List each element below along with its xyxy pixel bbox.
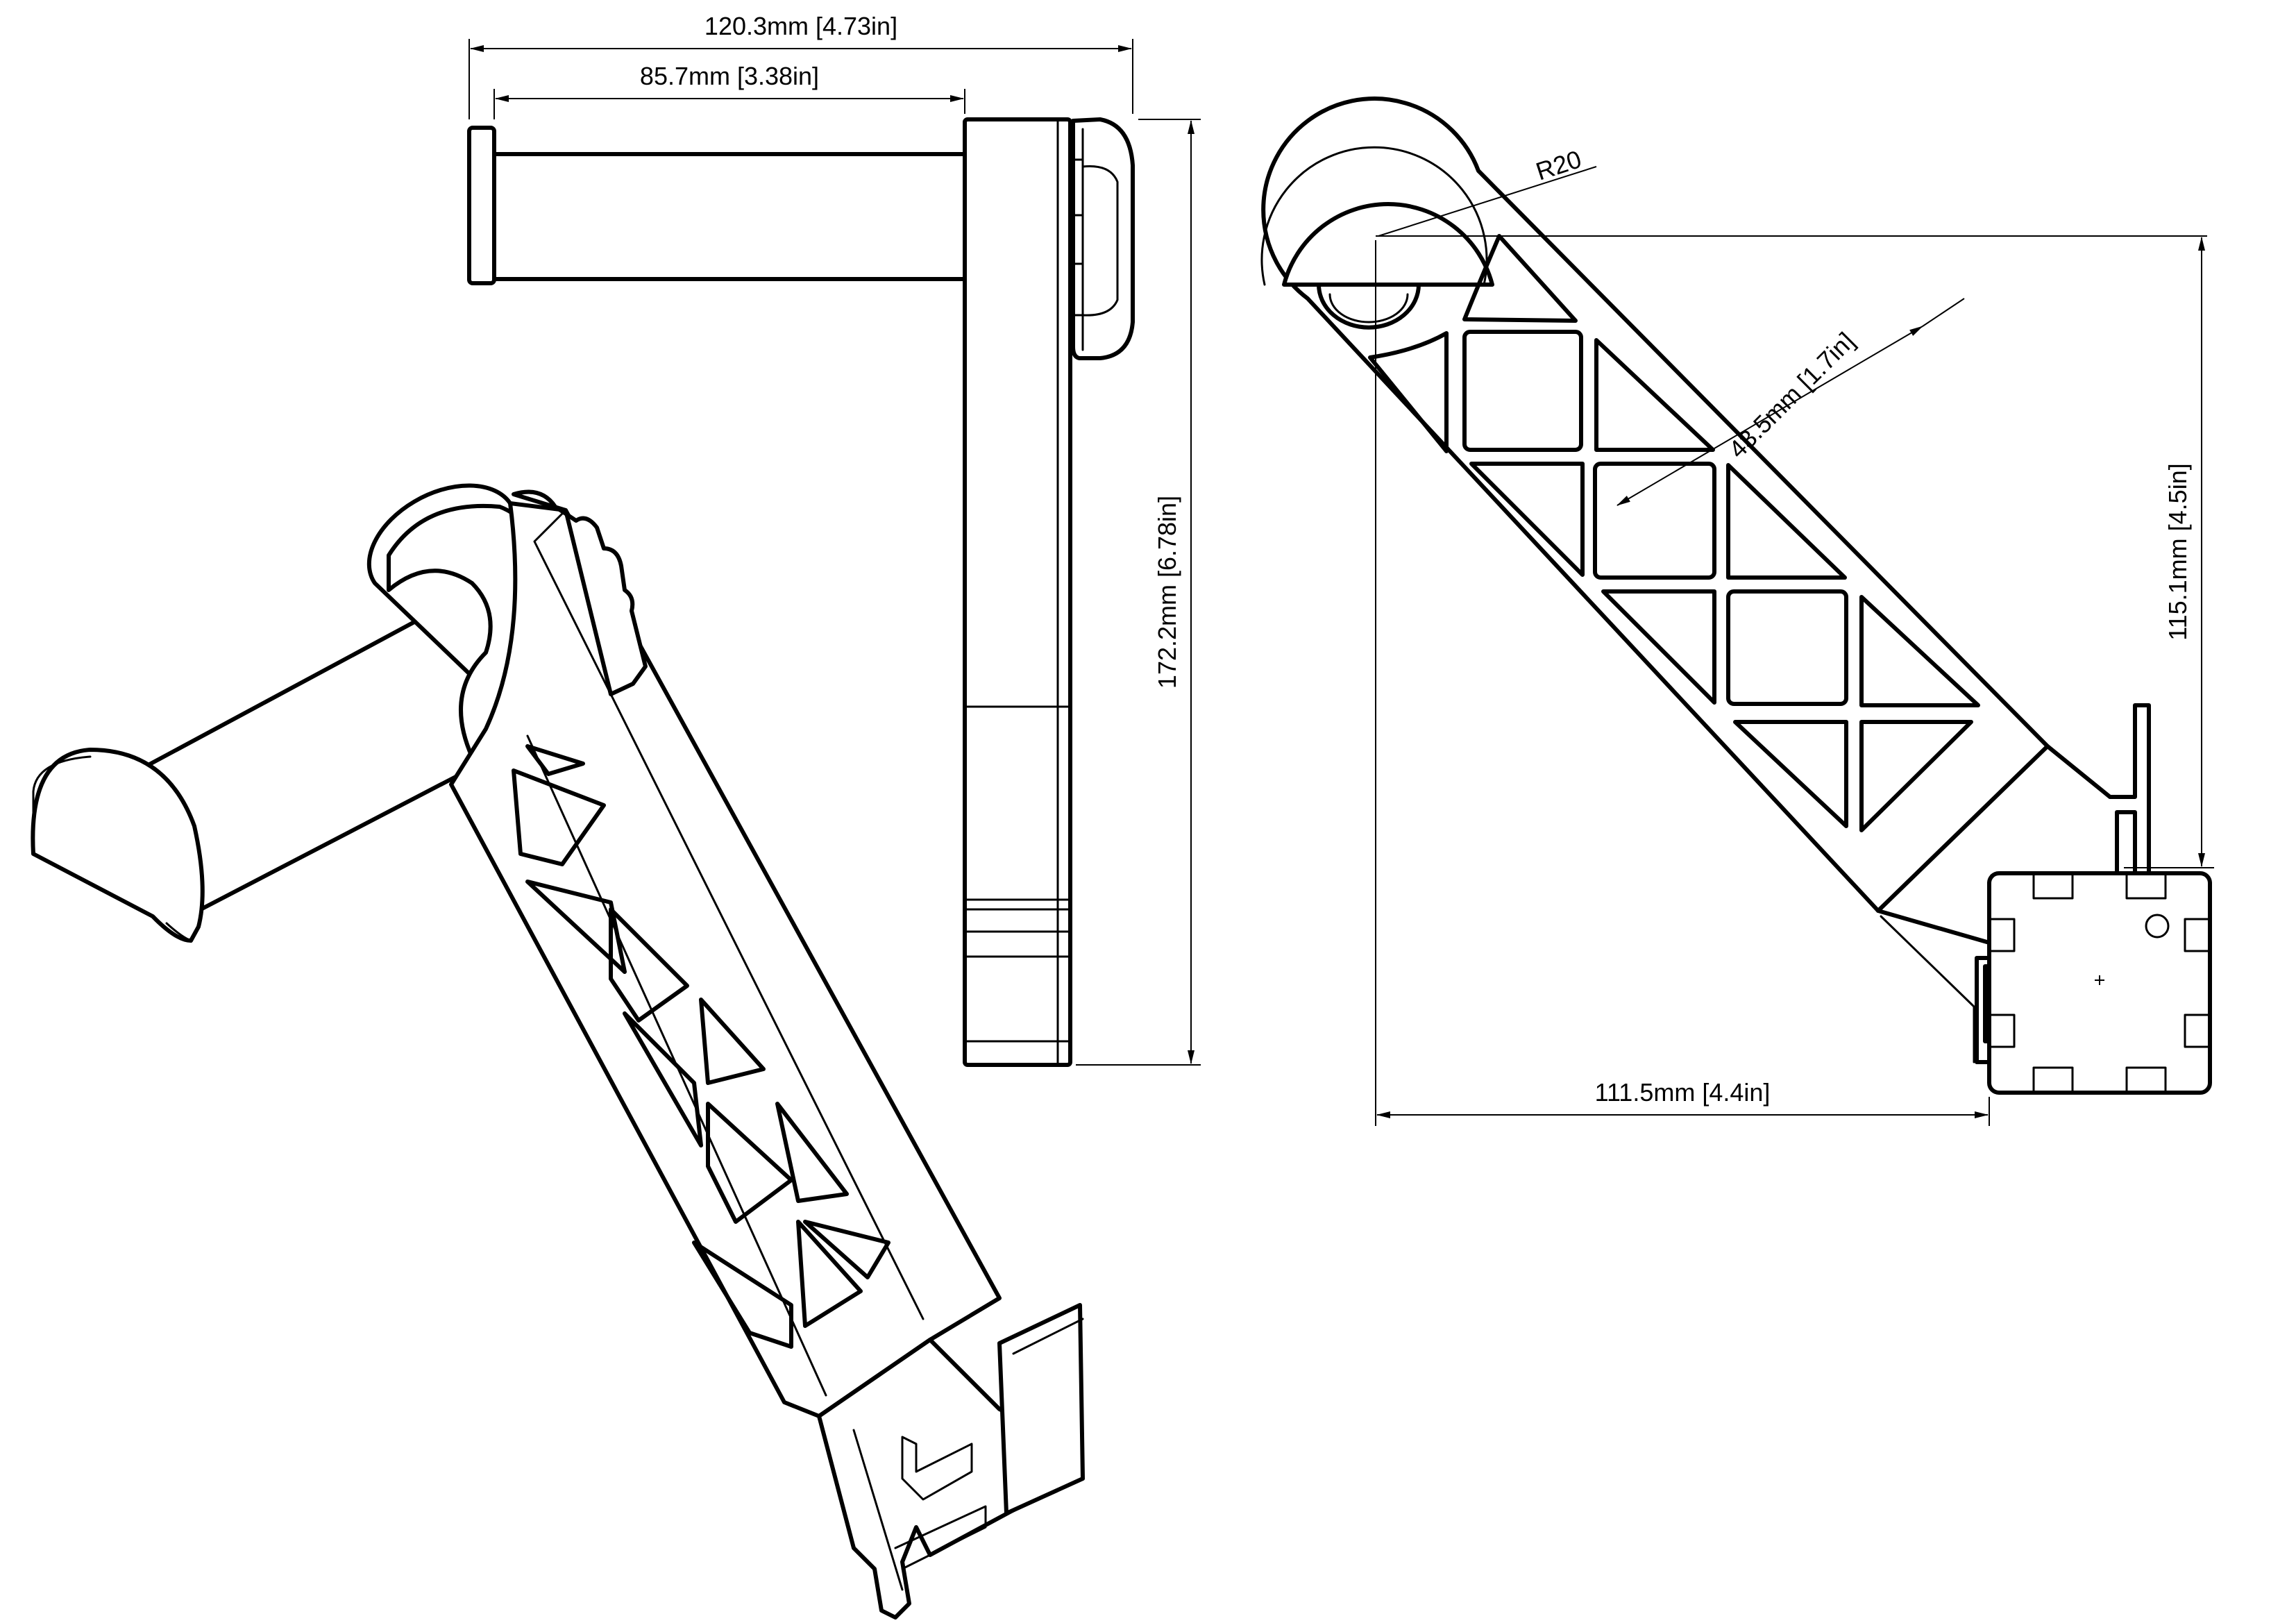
horizontal-offset-label: 111.5mm [4.4in]	[1595, 1078, 1771, 1107]
iso-arm-body	[449, 501, 1002, 1418]
side-shaft	[492, 152, 967, 281]
isometric-view	[31, 483, 1085, 1620]
side-dimensions: 120.3mm [4.73in] 85.7mm [3.38in] 172.2mm…	[469, 12, 1201, 1066]
arm-width-dimension-line	[1617, 326, 1923, 506]
height-label: 172.2mm [6.78in]	[1153, 496, 1181, 689]
arm-width-label: 43.5mm [1.7in]	[1723, 326, 1859, 463]
vertical-offset-label: 115.1mm [4.5in]	[2163, 463, 2192, 640]
side-view	[467, 117, 1135, 1067]
radius-label: R20	[1533, 144, 1585, 185]
iso-clamp	[817, 1338, 1022, 1620]
side-arm-body	[963, 117, 1072, 1067]
front-view	[1260, 96, 2212, 1095]
arm-length-label: 85.7mm [3.38in]	[640, 62, 819, 90]
extrusion-profile	[1987, 871, 2212, 1095]
overall-width-label: 120.3mm [4.73in]	[704, 12, 897, 40]
side-end-cap	[467, 126, 496, 285]
